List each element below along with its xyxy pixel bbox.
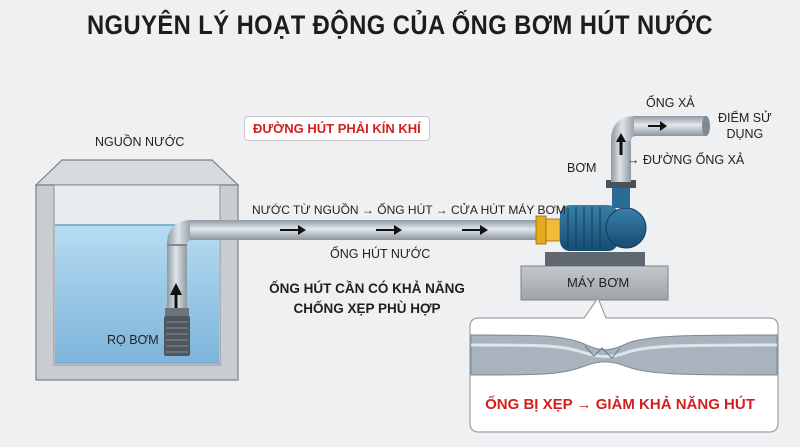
collapsed-pipe-callout [469,296,779,433]
airtight-warning: ĐƯỜNG HÚT PHẢI KÍN KHÍ [244,116,430,141]
anti-collapse-line-1: ỐNG HÚT CẦN CÓ KHẢ NĂNG [269,281,465,296]
discharge-pipe [611,116,710,182]
anti-collapse-note: ỐNG HÚT CẦN CÓ KHẢ NĂNG CHỐNG XẸP PHÙ HỢ… [262,279,472,319]
anti-collapse-line-2: CHỐNG XẸP PHÙ HỢP [293,301,441,316]
pump-machine-label: MÁY BƠM [567,275,630,290]
discharge-line-label: → ĐƯỜNG ỐNG XẢ [627,153,744,167]
collapse-result-text: ỐNG BỊ XẸP → GIẢM KHẢ NĂNG HÚT [470,396,770,413]
use-point-label: ĐIỂM SỬ DỤNG [718,110,772,142]
water-source-label: NGUỒN NƯỚC [95,135,185,149]
pump [535,180,647,251]
flow-path-label: NƯỚC TỪ NGUỒN → ỐNG HÚT → CỬA HÚT MÁY BƠ… [252,203,566,217]
flow-arrows [280,225,488,235]
foot-valve [164,283,190,356]
page-title: NGUYÊN LÝ HOẠT ĐỘNG CỦA ỐNG BƠM HÚT NƯỚC [86,10,714,40]
pump-foot [545,252,645,266]
discharge-line-text: ĐƯỜNG ỐNG XẢ [642,153,745,167]
water-tank [34,159,240,381]
arrow-right-icon: → [576,396,592,413]
pump-base [520,265,669,301]
use-point-line-2: DỤNG [726,127,764,141]
pump-label: BƠM [567,161,597,175]
collapsed-result-label: ỐNG BỊ XẸP [485,396,573,413]
suction-pipe-label: ỐNG HÚT NƯỚC [330,247,431,261]
foot-valve-label: RỌ BƠM [107,333,159,347]
use-point-line-1: ĐIỂM SỬ [718,111,772,125]
suction-pipe [167,220,540,310]
discharge-pipe-label: ỐNG XẢ [646,96,695,110]
water-body [55,225,219,364]
arrow-right-icon: → [627,153,640,167]
reduced-suction-label: GIẢM KHẢ NĂNG HÚT [595,396,755,413]
